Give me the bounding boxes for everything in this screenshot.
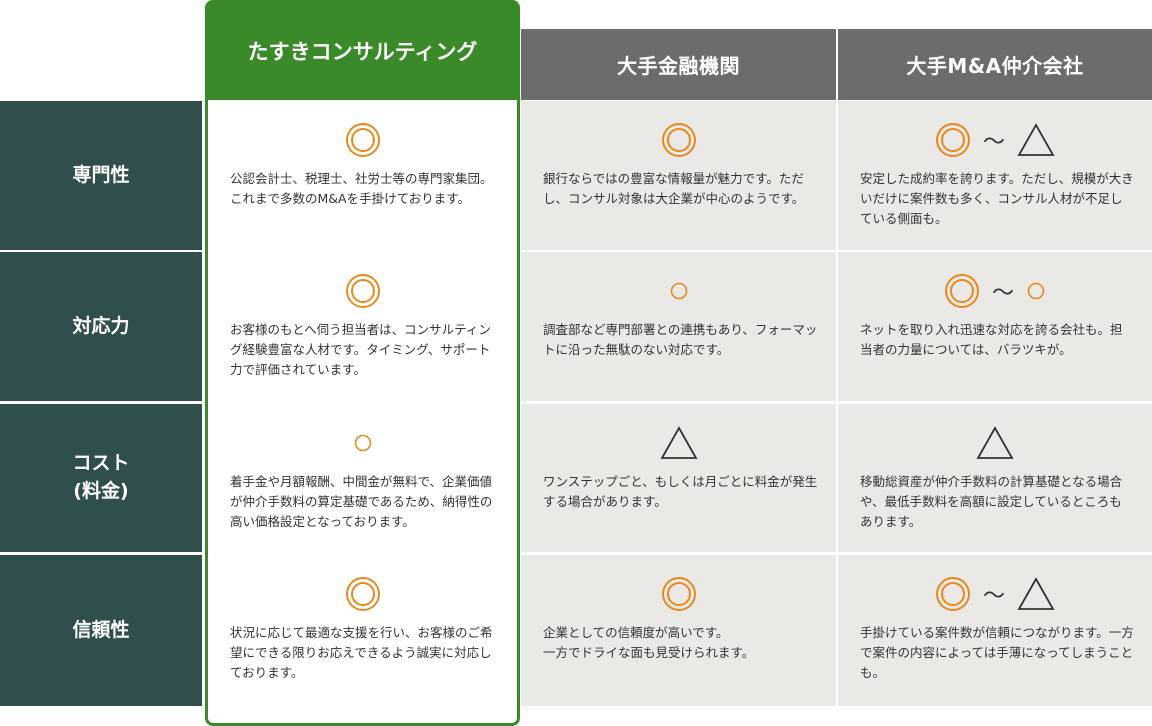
cell-text: 状況に応じて最適な支援を行い、お客様のご希望にできる限りお応えできるよう誠実に対… [230, 625, 493, 680]
rating: 〜 [838, 270, 1152, 312]
circle-icon [1027, 282, 1045, 300]
double-circle-icon [661, 123, 696, 157]
tilde-icon: 〜 [982, 130, 1005, 155]
cell-text: 企業としての信頼度が高いです。 一方でドライな面も見受けられます。 [543, 625, 755, 660]
cell-text: 安定した成約率を誇ります。ただし、規模が大きいだけに案件数も多く、コンサル人材が… [860, 171, 1134, 226]
rating [208, 573, 517, 615]
header-tasuki-consulting: たすきコンサルティング [205, 0, 520, 100]
triangle-icon [1017, 123, 1055, 156]
row-label-responsiveness: 対応力 [0, 252, 202, 401]
cell-tasuki-responsiveness: お客様のもとへ伺う担当者は、コンサルティング経験豊富な人材です。タイミング、サポ… [208, 252, 517, 401]
double-circle-icon [345, 577, 380, 611]
double-circle-icon [345, 274, 380, 308]
tilde-icon: 〜 [982, 584, 1005, 609]
rating [521, 422, 836, 464]
triangle-icon [976, 426, 1014, 459]
cell-text: 移動総資産が仲介手数料の計算基礎となる場合や、最低手数料を高額に設定しているとこ… [860, 474, 1123, 529]
header-ma-label: 大手M&A仲介会社 [906, 54, 1084, 78]
tilde-icon: 〜 [991, 281, 1014, 306]
cell-text: 手掛けている案件数が信頼につながります。一方で案件の内容によっては手薄になってし… [860, 625, 1134, 680]
header-tasuki-label: たすきコンサルティング [247, 40, 478, 64]
rating: 〜 [838, 119, 1152, 161]
header-major-ma-broker: 大手M&A仲介会社 [838, 29, 1152, 100]
row-label-reliability: 信頼性 [0, 555, 202, 706]
cell-bank-cost: ワンステップごと、もしくは月ごとに料金が発生する場合があります。 [521, 404, 836, 552]
cell-bank-responsiveness: 調査部など専門部署との連携もあり、フォーマットに沿った無駄のない対応です。 [521, 252, 836, 401]
cell-text: ネットを取り入れ迅速な対応を誇る会社も。担当者の力量については、バラツキが。 [860, 322, 1123, 357]
cell-text: 公認会計士、税理士、社労士等の専門家集団。これまで多数のM&Aを手掛けております… [230, 171, 493, 206]
rating: 〜 [838, 573, 1152, 615]
cell-tasuki-expertise: 公認会計士、税理士、社労士等の専門家集団。これまで多数のM&Aを手掛けております… [208, 101, 517, 250]
circle-icon [354, 434, 371, 452]
cell-ma-cost: 移動総資産が仲介手数料の計算基礎となる場合や、最低手数料を高額に設定しているとこ… [838, 404, 1152, 552]
cell-ma-expertise: 〜 安定した成約率を誇ります。ただし、規模が大きいだけに案件数も多く、コンサル人… [838, 101, 1152, 250]
cell-text: 銀行ならではの豊富な情報量が魅力です。ただし、コンサル対象は大企業が中心のようで… [543, 171, 805, 206]
triangle-icon [1017, 577, 1055, 610]
header-major-financial-institution: 大手金融機関 [521, 29, 836, 100]
row-label-cost: コスト (料金) [0, 404, 202, 552]
cell-text: お客様のもとへ伺う担当者は、コンサルティング経験豊富な人材です。タイミング、サポ… [230, 322, 491, 377]
cell-text: ワンステップごと、もしくは月ごとに料金が発生する場合があります。 [543, 474, 818, 509]
cell-tasuki-reliability: 状況に応じて最適な支援を行い、お客様のご希望にできる限りお応えできるよう誠実に対… [208, 555, 517, 706]
rating [838, 422, 1152, 464]
double-circle-icon [944, 274, 979, 308]
cell-ma-reliability: 〜 手掛けている案件数が信頼につながります。一方で案件の内容によっては手薄になっ… [838, 555, 1152, 706]
rating [208, 270, 517, 312]
rating [208, 422, 517, 464]
cell-bank-expertise: 銀行ならではの豊富な情報量が魅力です。ただし、コンサル対象は大企業が中心のようで… [521, 101, 836, 250]
rating [208, 119, 517, 161]
cell-bank-reliability: 企業としての信頼度が高いです。 一方でドライな面も見受けられます。 [521, 555, 836, 706]
double-circle-icon [935, 577, 970, 611]
rating [521, 119, 836, 161]
double-circle-icon [661, 577, 696, 611]
rating [521, 270, 836, 312]
rating [521, 573, 836, 615]
cell-text: 調査部など専門部署との連携もあり、フォーマットに沿った無駄のない対応です。 [543, 322, 818, 357]
circle-icon [670, 282, 687, 300]
double-circle-icon [345, 123, 380, 157]
row-label-expertise: 専門性 [0, 101, 202, 250]
double-circle-icon [935, 123, 970, 157]
triangle-icon [659, 426, 698, 459]
cell-text: 着手金や月額報酬、中間金が無料で、企業価値が仲介手数料の算定基礎であるため、納得… [230, 474, 493, 529]
header-bank-label: 大手金融機関 [617, 54, 740, 78]
cell-ma-responsiveness: 〜 ネットを取り入れ迅速な対応を誇る会社も。担当者の力量については、バラツキが。 [838, 252, 1152, 401]
cell-tasuki-cost: 着手金や月額報酬、中間金が無料で、企業価値が仲介手数料の算定基礎であるため、納得… [208, 404, 517, 552]
